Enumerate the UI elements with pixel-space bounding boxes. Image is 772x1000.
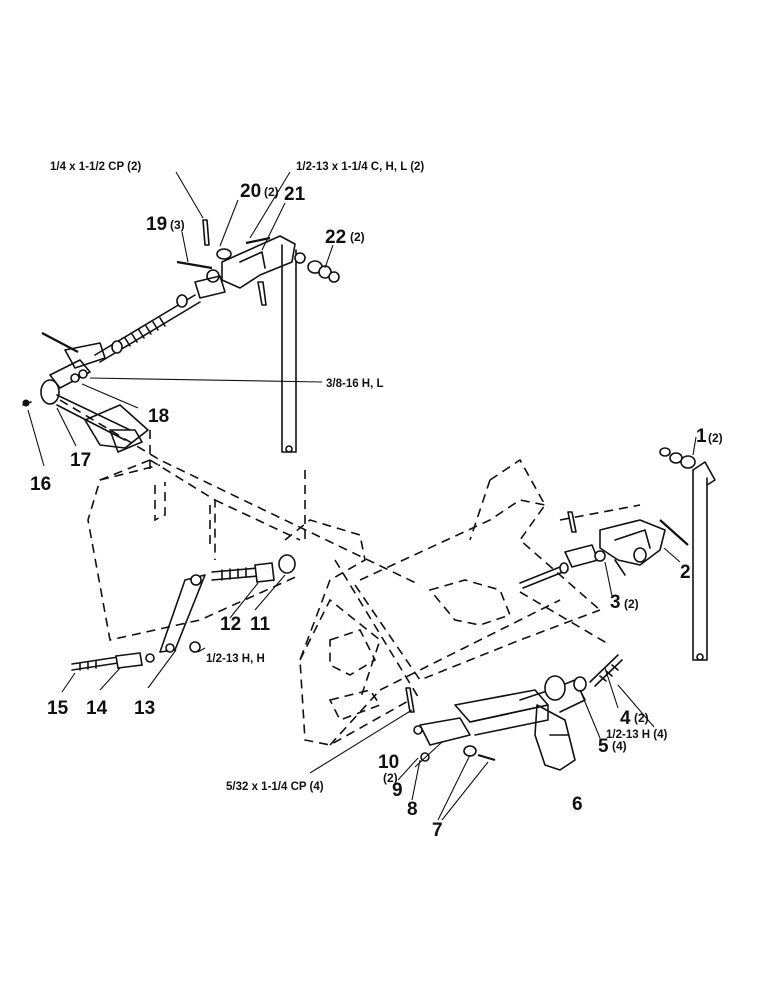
callout-19-qty: (3) bbox=[170, 218, 185, 232]
callout-7: 7 bbox=[432, 820, 443, 841]
callout-1-qty: (2) bbox=[708, 431, 723, 445]
callout-12: 12 bbox=[220, 614, 241, 635]
callout-9: 9 bbox=[392, 780, 403, 801]
callout-21: 21 bbox=[284, 184, 306, 205]
callout-16: 16 bbox=[30, 474, 51, 495]
callout-8: 8 bbox=[407, 799, 418, 820]
callout-10: 10 bbox=[378, 752, 399, 773]
callout-20: 20 bbox=[240, 181, 261, 202]
hardware-notes: 1/4 x 1-1/2 CP (2) 1/2-13 x 1-1/4 C, H, … bbox=[50, 161, 668, 793]
callout-4: 4 bbox=[620, 708, 631, 729]
callout-17: 17 bbox=[70, 450, 91, 471]
callout-2: 2 bbox=[680, 562, 691, 583]
header-frame bbox=[87, 458, 601, 746]
note-cotter-pin-top: 1/4 x 1-1/2 CP (2) bbox=[50, 161, 141, 173]
leader-lines bbox=[27, 171, 697, 821]
callout-22-qty: (2) bbox=[350, 230, 365, 244]
top-arm-assembly bbox=[94, 219, 340, 453]
note-nut-13: 1/2-13 H, H bbox=[206, 653, 265, 665]
callout-22: 22 bbox=[325, 227, 346, 248]
callout-20-qty: (2) bbox=[264, 185, 279, 199]
callout-10-qty: (2) bbox=[383, 771, 398, 785]
callout-3-qty: (2) bbox=[624, 597, 639, 611]
callout-18: 18 bbox=[148, 406, 169, 427]
callout-13: 13 bbox=[134, 698, 155, 719]
left-lever-assembly bbox=[22, 332, 149, 453]
callout-4-qty: (2) bbox=[634, 711, 649, 725]
note-bolt-top: 1/2-13 x 1-1/4 C, H, L (2) bbox=[296, 161, 424, 173]
lower-left-assembly bbox=[71, 554, 296, 671]
callout-labels: 1 (2) 2 3 (2) 4 (2) 5 (4) 6 7 8 9 10 (2)… bbox=[30, 181, 723, 841]
callout-5-qty: (4) bbox=[612, 739, 627, 753]
callout-19: 19 bbox=[146, 214, 167, 235]
callout-6: 6 bbox=[572, 794, 583, 815]
callout-5: 5 bbox=[598, 736, 609, 757]
right-arm-assembly bbox=[519, 447, 716, 661]
callout-15: 15 bbox=[47, 698, 69, 719]
note-cotter-pin-bottom: 5/32 x 1-1/4 CP (4) bbox=[226, 781, 324, 793]
callout-1: 1 bbox=[696, 426, 707, 447]
callout-11: 11 bbox=[250, 614, 271, 635]
callout-14: 14 bbox=[86, 698, 108, 719]
note-nut-4: 1/2-13 H (4) bbox=[606, 729, 668, 741]
lower-right-assembly bbox=[405, 654, 623, 771]
note-nut-18: 3/8-16 H, L bbox=[326, 378, 384, 390]
callout-3: 3 bbox=[610, 592, 621, 613]
center-lines bbox=[59, 399, 641, 701]
